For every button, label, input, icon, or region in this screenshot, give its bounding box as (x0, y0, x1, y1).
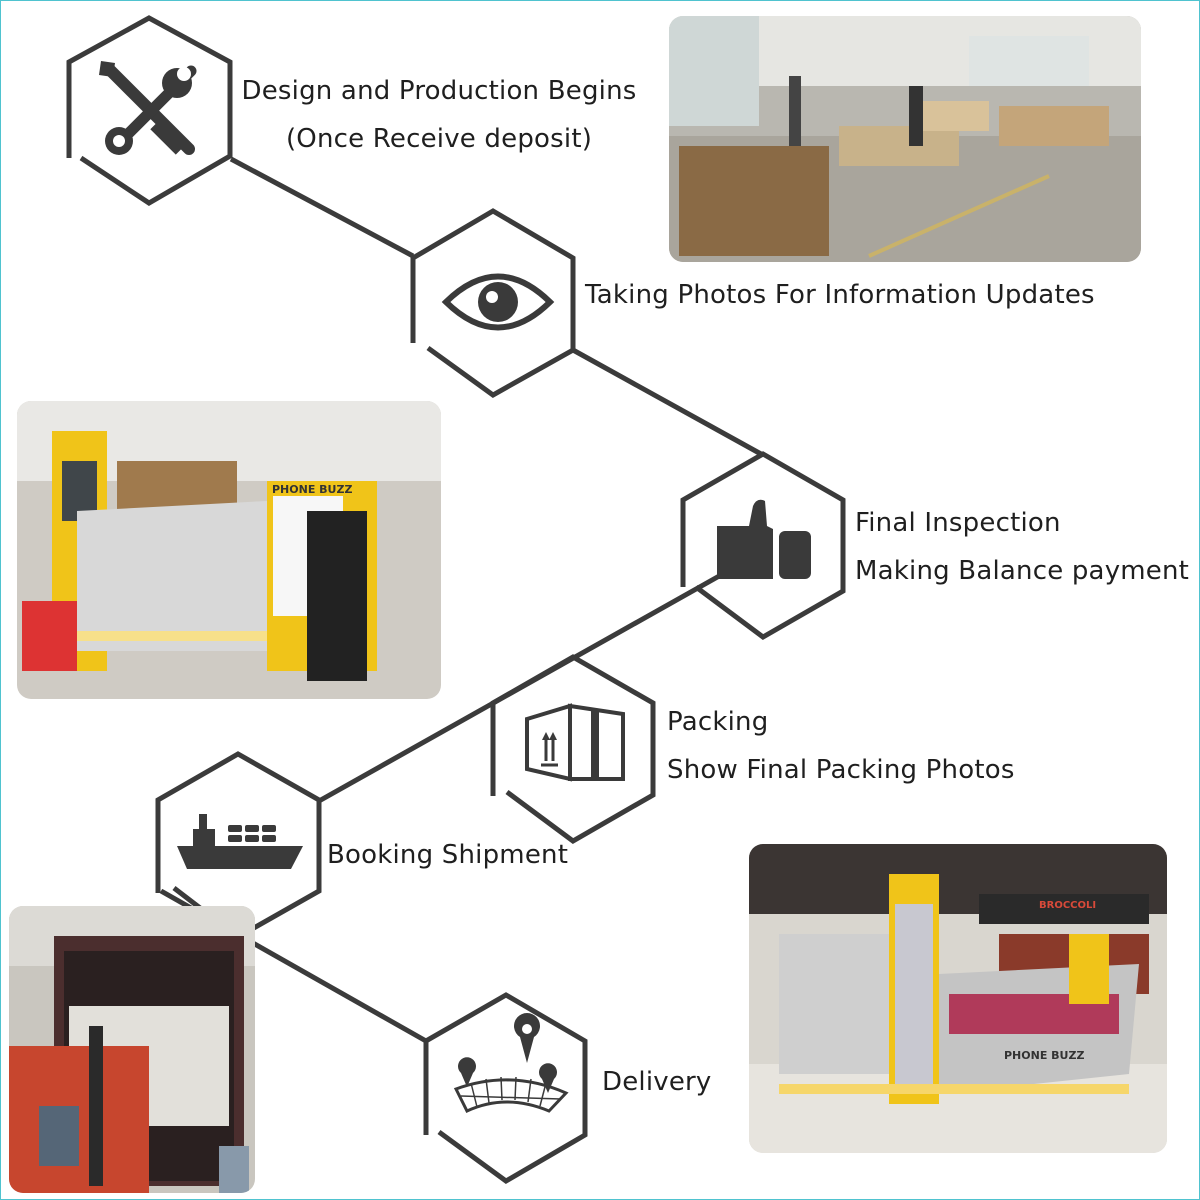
step-4-title: Packing (667, 707, 769, 737)
step-3-title: Final Inspection (855, 508, 1061, 538)
hexagon-3 (680, 451, 846, 640)
hexagons (66, 15, 846, 1184)
box-icon (525, 703, 625, 782)
step-3-subtitle: Making Balance payment (855, 556, 1190, 586)
step-5-label: Booking Shipment (327, 831, 568, 879)
hexagon-6 (423, 992, 588, 1184)
thumbs-up-icon (717, 499, 811, 579)
kiosk-build-photo: PHONE BUZZ (17, 401, 441, 699)
workshop-photo (669, 16, 1141, 262)
kiosk-build-brand: PHONE BUZZ (272, 483, 352, 496)
connector-1-2 (229, 156, 415, 259)
step-6-label: Delivery (602, 1058, 712, 1106)
step-5-title: Booking Shipment (327, 840, 569, 870)
connector-2-3 (571, 347, 763, 457)
cargo-ship-icon (177, 814, 303, 869)
step-4-subtitle: Show Final Packing Photos (667, 755, 1015, 785)
eye-icon (441, 273, 555, 331)
hexagon-1 (66, 15, 233, 206)
step-6-title: Delivery (602, 1067, 712, 1097)
mall-kiosk-photo: BROCCOLI PHONE BUZZ (749, 844, 1167, 1153)
tools-icon (99, 61, 197, 155)
step-1-title: Design and Production Begins (241, 76, 637, 106)
step-2-title: Taking Photos For Information Updates (585, 280, 1095, 310)
step-2-label: Taking Photos For Information Updates (585, 271, 1095, 319)
step-1-label: Design and Production Begins (Once Recei… (237, 67, 641, 163)
hexagon-4 (490, 654, 656, 844)
container-loading-photo (9, 906, 255, 1193)
mall-store-sign: BROCCOLI (1039, 900, 1096, 911)
step-3-label: Final Inspection Making Balance payment (855, 499, 1189, 595)
mall-kiosk-brand: PHONE BUZZ (1004, 1049, 1084, 1062)
hexagon-2 (410, 208, 576, 398)
step-1-subtitle: (Once Receive deposit) (285, 124, 593, 154)
step-4-label: Packing Show Final Packing Photos (667, 698, 1015, 794)
map-pin-icon (453, 1013, 569, 1113)
